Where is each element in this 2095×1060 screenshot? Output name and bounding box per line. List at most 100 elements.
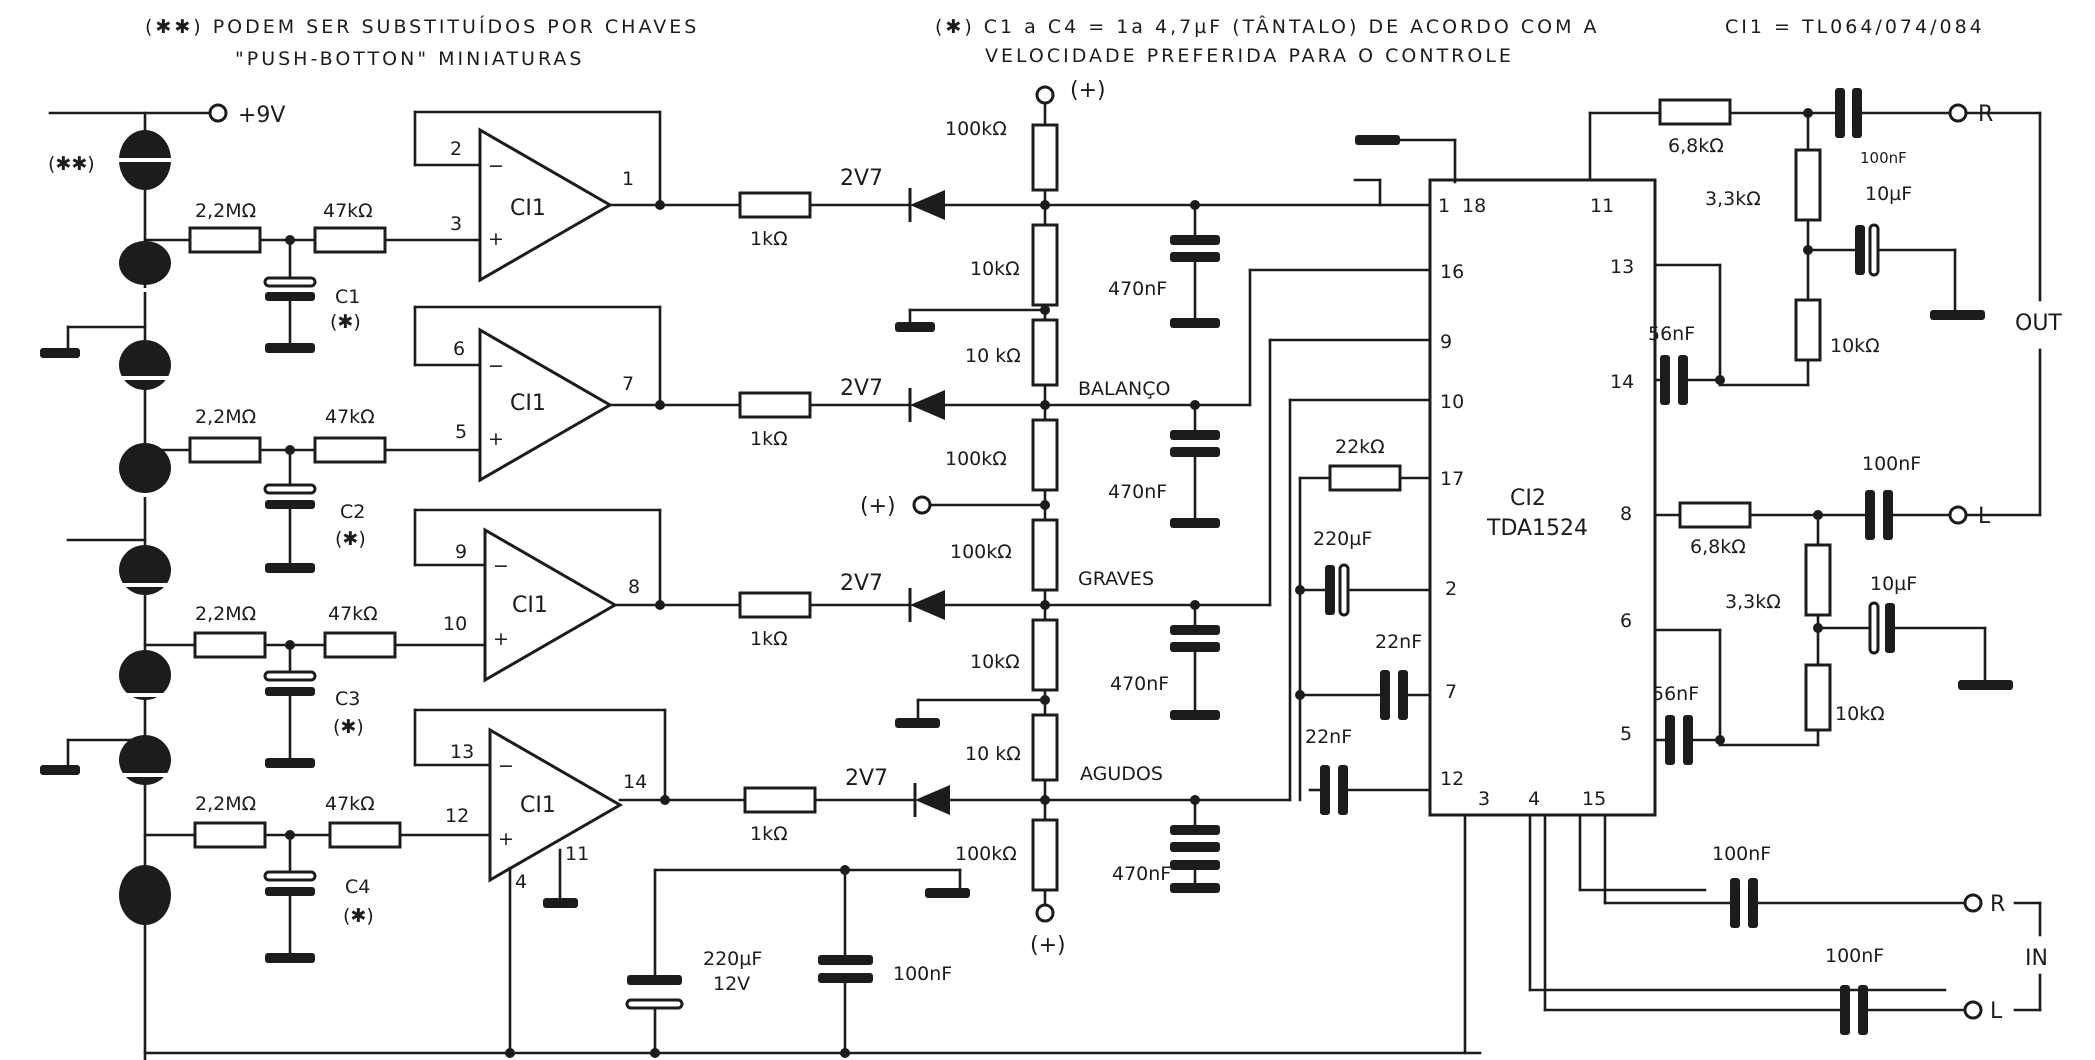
- divider-r7: 10 kΩ: [965, 743, 1021, 765]
- stage2-pin-out: 7: [622, 373, 634, 395]
- input-label: IN: [2025, 946, 2048, 971]
- stage3-zener: 2V7: [840, 571, 883, 596]
- label-graves: GRAVES: [1078, 568, 1154, 590]
- filter-cap-4: 470nF: [1112, 863, 1171, 885]
- power-cap-small: 100nF: [893, 963, 952, 985]
- svg-text:−: −: [493, 555, 509, 577]
- ic1-pin-gnd: 11: [565, 843, 589, 865]
- note-caps-line1: (✱) C1 a C4 = 1a 4,7µF (TÂNTALO) DE ACOR…: [935, 15, 1600, 38]
- filter-cap-2: 470nF: [1108, 481, 1167, 503]
- ic2-pin-4: 4: [1528, 788, 1540, 810]
- svg-text:+: +: [488, 428, 504, 450]
- outL-r3: 10kΩ: [1835, 703, 1885, 725]
- stage1-res-small: 47kΩ: [323, 200, 373, 222]
- stage2-pin-plus: 5: [455, 421, 467, 443]
- stage-1: 2,2MΩ 47kΩ C1 (✱) CI1 − + 2 3 1 1kΩ 2V7: [143, 110, 1047, 353]
- outL-c3: 56nF: [1652, 683, 1699, 705]
- divider-r2: 10kΩ: [970, 258, 1020, 280]
- ic2-pin-18: 18: [1462, 195, 1486, 217]
- label-balanco: BALANÇO: [1078, 378, 1171, 400]
- divider-plus-bottom: (+): [1030, 933, 1066, 958]
- input-cap-l: 100nF: [1825, 945, 1884, 967]
- stage1-res-big: 2,2MΩ: [195, 200, 256, 222]
- stage-3: 2,2MΩ 47kΩ C3 (✱) CI1 − + 9 10 8 1kΩ 2V7: [143, 508, 1047, 768]
- stage2-zener: 2V7: [840, 376, 883, 401]
- ic2-pin-6: 6: [1620, 610, 1632, 632]
- filter-cap-3: 470nF: [1110, 673, 1169, 695]
- stage2-pin-minus: 6: [453, 338, 465, 360]
- stage2-res-big: 2,2MΩ: [195, 406, 256, 428]
- ic2-pin-11: 11: [1590, 195, 1614, 217]
- stage4-res-out: 1kΩ: [750, 823, 788, 845]
- note-switches-line1: (✱✱) PODEM SER SUBSTITUÍDOS POR CHAVES: [145, 15, 699, 38]
- label-agudos: AGUDOS: [1080, 763, 1163, 785]
- stage4-pin-out: 14: [623, 771, 647, 793]
- svg-text:+: +: [493, 628, 509, 650]
- divider-r8: 100kΩ: [955, 843, 1017, 865]
- stage4-res-small: 47kΩ: [325, 793, 375, 815]
- note-switches-line2: "PUSH-BOTTON" MINIATURAS: [235, 48, 584, 70]
- switch-mark: (✱✱): [48, 153, 95, 175]
- ic2-pin-12: 12: [1440, 768, 1464, 790]
- ic2-pin-14: 14: [1610, 371, 1634, 393]
- stage3-cap-mark: (✱): [333, 716, 364, 738]
- outR-r2: 3,3kΩ: [1705, 188, 1761, 210]
- divider-plus-mid: (+): [860, 494, 896, 519]
- note-ic1-part: CI1 = TL064/074/084: [1725, 16, 1985, 38]
- stage3-cap: C3: [335, 688, 360, 710]
- ic2-pin-15: 15: [1582, 788, 1606, 810]
- cap-220u-ic2: 220µF: [1313, 528, 1372, 550]
- svg-text:+: +: [488, 228, 504, 250]
- power-cap-big-v: 12V: [713, 973, 750, 995]
- ic2-name: CI2: [1510, 486, 1546, 511]
- svg-text:−: −: [488, 355, 504, 377]
- inputs: 100nF R 100nF L IN: [1543, 813, 2048, 1035]
- filter-caps: 470nF 470nF 470nF 470nF: [1043, 200, 1432, 893]
- ic2-part: TDA1524: [1486, 516, 1588, 541]
- stage1-pin-minus: 2: [450, 138, 462, 160]
- switch-stack: [40, 130, 173, 925]
- ic2-pin-2: 2: [1445, 578, 1457, 600]
- stage4-zener: 2V7: [845, 766, 888, 791]
- stage4-ic: CI1: [520, 793, 556, 818]
- stage1-ic: CI1: [510, 196, 546, 221]
- ic2-pin-5: 5: [1620, 723, 1632, 745]
- stage3-ic: CI1: [512, 593, 548, 618]
- stage4-pin-plus: 12: [445, 805, 469, 827]
- outR-r1: 6,8kΩ: [1668, 135, 1724, 157]
- svg-text:−: −: [488, 155, 504, 177]
- input-term-l: L: [1990, 999, 2003, 1024]
- divider-plus-top: (+): [1070, 78, 1106, 103]
- ic2-pin-1: 1: [1438, 195, 1450, 217]
- outL-term: L: [1978, 504, 1991, 529]
- svg-text:+: +: [498, 828, 514, 850]
- outR-c3: 56nF: [1648, 323, 1695, 345]
- stage3-pin-out: 8: [628, 576, 640, 598]
- stage1-cap: C1: [335, 286, 360, 308]
- ic2-pin-7: 7: [1445, 681, 1457, 703]
- stage2-res-small: 47kΩ: [325, 406, 375, 428]
- divider-ladder: (+) 100kΩ 10kΩ 10 kΩ BALANÇO 100kΩ (+) 1…: [860, 78, 1171, 958]
- cap-22n-a: 22nF: [1375, 631, 1422, 653]
- ic2-chip: CI2 TDA1524 1 18 16 9 10 17 2 7 12 3 4 1…: [1428, 178, 1657, 817]
- stage2-res-out: 1kΩ: [750, 428, 788, 450]
- outL-c2: 10µF: [1870, 573, 1917, 595]
- divider-r4: 100kΩ: [945, 448, 1007, 470]
- stage1-cap-mark: (✱): [330, 311, 361, 333]
- power-caps: 220µF 12V 100nF: [625, 813, 1947, 1058]
- stage3-res-small: 47kΩ: [328, 603, 378, 625]
- stage2-cap-mark: (✱): [335, 528, 366, 550]
- ic2-pin-3: 3: [1478, 788, 1490, 810]
- out-label: OUT: [2015, 311, 2062, 336]
- filter-cap-1: 470nF: [1108, 278, 1167, 300]
- stage2-ic: CI1: [510, 391, 546, 416]
- res-22k: 22kΩ: [1335, 436, 1385, 458]
- ic2-pin-16: 16: [1440, 261, 1464, 283]
- ic2-pin-8: 8: [1620, 503, 1632, 525]
- outL-r2: 3,3kΩ: [1725, 591, 1781, 613]
- note-caps-line2: VELOCIDADE PREFERIDA PARA O CONTROLE: [985, 45, 1514, 67]
- svg-text:−: −: [498, 755, 514, 777]
- stage2-cap: C2: [340, 501, 365, 523]
- stage1-pin-plus: 3: [450, 213, 462, 235]
- tap-wires: [1248, 135, 1457, 802]
